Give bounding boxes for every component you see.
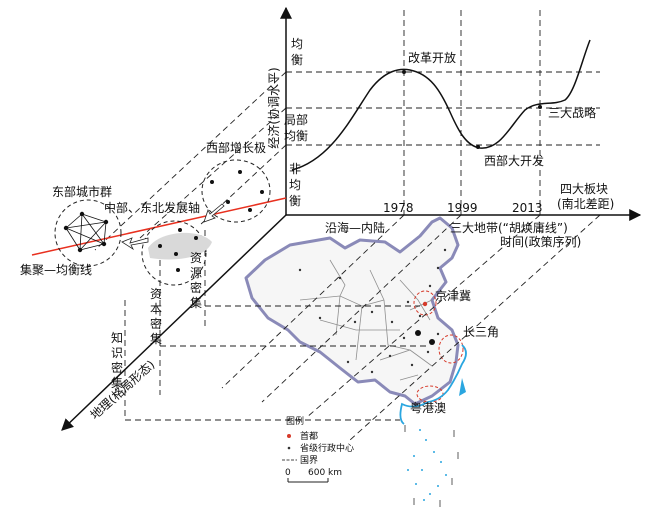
label-capital-intensive: 资 本 密 集 (150, 287, 162, 346)
scale-value: 600 km (308, 468, 342, 478)
province-lines (299, 259, 433, 381)
arrow-mid-to-east (121, 237, 149, 251)
city-network (65, 213, 107, 251)
axes (61, 6, 642, 431)
tick-balanced-2: 衡 (291, 53, 303, 67)
agglomeration-line (31, 197, 287, 256)
mid-northeast-axis (141, 220, 207, 286)
development-circles (54, 159, 271, 286)
svg-text:源: 源 (190, 266, 202, 280)
axis-shade (148, 232, 212, 260)
nine-dash-line (404, 425, 459, 507)
label-knowledge-intensive: 知 识 密 集 (111, 331, 123, 390)
label-mid-northeast-axis: 中部、东北发展轴 (104, 200, 200, 215)
svg-text:密: 密 (150, 316, 162, 331)
arrow-west-to-mid (203, 203, 225, 223)
svg-text:知: 知 (111, 331, 123, 345)
svg-text:本: 本 (150, 302, 162, 316)
label-four-plates: 四大板块 (560, 182, 608, 196)
curve-points (402, 70, 542, 149)
svg-text:集: 集 (111, 375, 123, 390)
label-west-growth-pole: 西部增长极 (206, 140, 266, 155)
map-outline (244, 216, 460, 406)
label-coastal-inland: 沿海—内陆 (325, 220, 385, 235)
legend-title: 图例 (286, 415, 304, 427)
capital-marker (422, 301, 428, 307)
tick-unbalanced-3: 衡 (289, 194, 301, 208)
label-three-belts: 三大地带(“胡焕庸线”) (450, 220, 568, 235)
tick-unbalanced-2: 均 (289, 178, 301, 192)
year-1999: 1999 (447, 201, 478, 215)
diagonal-axis (61, 214, 287, 431)
legend-provincial-icon (287, 446, 291, 450)
taiwan-island (459, 378, 466, 396)
legend-border-label: 国界 (300, 455, 318, 466)
label-pearl-delta: 粤港澳 (410, 400, 446, 415)
svg-text:资: 资 (190, 251, 202, 265)
region-hub-dot (415, 330, 421, 336)
label-north-south: (南北差距) (557, 196, 614, 211)
svg-text:识: 识 (111, 346, 123, 360)
legend-capital-label: 首都 (300, 430, 318, 442)
province-dots (298, 248, 447, 374)
label-jingjinji: 京津冀 (435, 289, 471, 303)
label-resource-intensive: 资 源 密 集 (190, 251, 202, 310)
label-yangtze-delta: 长三角 (463, 325, 499, 339)
economic-curve (291, 39, 591, 171)
legend-provincial-label: 省级行政中心 (300, 442, 354, 454)
scale-zero: 0 (285, 468, 291, 478)
region-hub-dot-2 (429, 339, 435, 345)
label-agglomeration-line: 集聚—均衡线 (20, 262, 92, 277)
label-east-city-cluster: 东部城市群 (52, 184, 112, 199)
svg-text:资: 资 (150, 287, 162, 301)
east-city-cluster (54, 199, 122, 267)
label-reform: 改革开放 (408, 50, 456, 65)
year-2013: 2013 (512, 201, 543, 215)
coastline (399, 344, 467, 425)
svg-text:密: 密 (190, 280, 202, 295)
yangtze-delta-region (438, 334, 464, 364)
svg-text:密: 密 (111, 360, 123, 375)
south-sea-islands (407, 429, 447, 501)
china-map (244, 216, 467, 507)
tick-unbalanced-1: 非 (289, 162, 301, 176)
vertical-axis-label: 经济(协调水平) (266, 67, 281, 148)
map-legend: 图例 首都 省级行政中心 国界 0 600 km (282, 415, 354, 483)
legend-capital-icon (287, 434, 291, 438)
tick-partial-1: 局部 (284, 112, 308, 127)
year-1978: 1978 (383, 201, 414, 215)
horizontal-axis-label: 时间(政策序列) (500, 234, 581, 249)
tick-partial-2: 均衡 (284, 129, 308, 143)
west-growth-pole (201, 159, 271, 223)
svg-text:集: 集 (190, 295, 202, 310)
svg-text:集: 集 (150, 331, 162, 346)
tick-balanced-1: 均 (291, 37, 303, 51)
vertical-ticks: 均 衡 局部 均衡 非 均 衡 (284, 37, 308, 208)
label-west-development: 西部大开发 (484, 153, 544, 168)
label-three-strategies: 三大战略 (548, 105, 596, 120)
projection-lines (94, 10, 601, 441)
